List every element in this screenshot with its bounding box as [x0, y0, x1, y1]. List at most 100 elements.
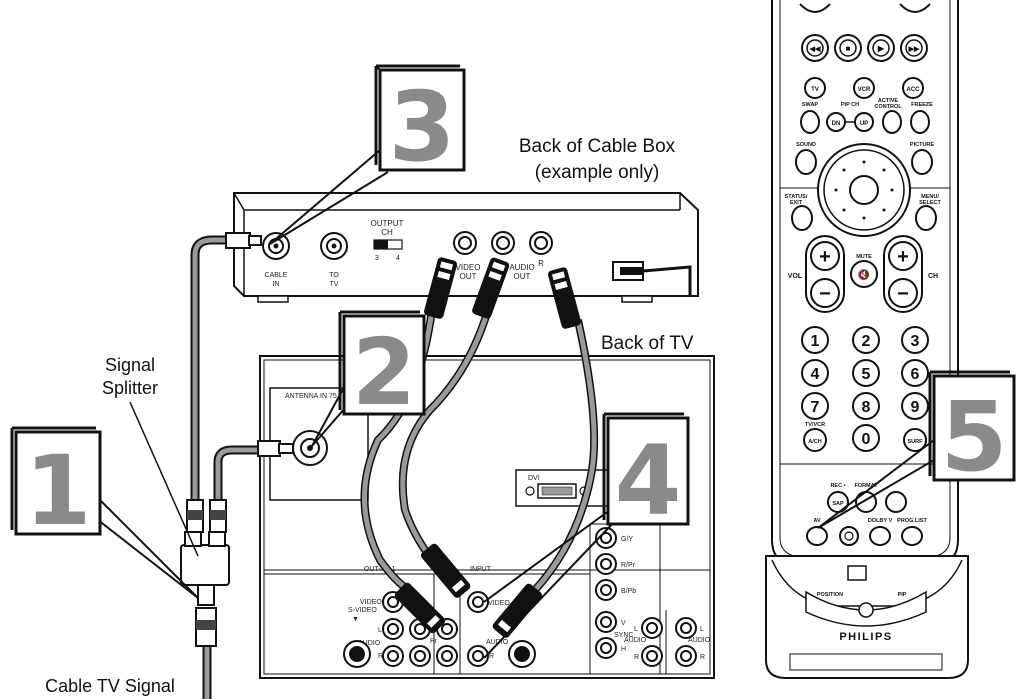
h-label: H	[621, 646, 626, 653]
nav-ring	[817, 143, 911, 237]
comp-audio-label: AUDIO	[624, 637, 647, 644]
out-jacks	[382, 591, 458, 667]
in-video-label: VIDEO	[488, 600, 510, 607]
digit-keypad: 1 2 3 4 5 6 7 8 9 0	[801, 326, 929, 452]
tv-vcr-label: TV/VCR	[805, 422, 825, 428]
active-control-label-2: CONTROL	[874, 104, 902, 110]
tv-back-panel: ANTENNA IN 75 DVI OUT-AV 1 INPUT VIDEO S…	[259, 355, 715, 679]
surf-label: SURF	[908, 439, 924, 445]
digit-5: 5	[862, 366, 871, 383]
pip-dn-label: DN	[832, 121, 841, 127]
cable-in-label-1: CABLE	[265, 272, 288, 279]
sync-label: SYNC	[614, 632, 633, 639]
rca-jack-audio-r	[529, 231, 553, 255]
dvi-label: DVI	[528, 475, 540, 482]
svg-text:▼: ▼	[352, 616, 359, 623]
ch-label: CH	[928, 273, 938, 280]
in-r-label: R	[489, 653, 494, 660]
cable-in-jack	[262, 232, 290, 260]
out-audio-label: AUDIO	[358, 640, 381, 647]
digit-8: 8	[862, 399, 871, 416]
ach-label: A/CH	[808, 439, 821, 445]
splitter-caption-line1: Signal	[105, 355, 155, 375]
video-out-label-2: OUT	[460, 272, 477, 281]
power-plug	[612, 261, 692, 296]
cable-tv-signal-caption: Cable TV Signal	[45, 676, 175, 696]
mute-label: MUTE	[856, 254, 872, 260]
volume-rocker: + −	[805, 235, 845, 313]
digit-1: 1	[811, 333, 820, 350]
back-of-tv-caption: Back of TV	[601, 333, 694, 354]
output-ch-label-2: CH	[381, 228, 393, 237]
digit-7: 7	[811, 399, 820, 416]
rca-plugs	[394, 257, 582, 638]
ch-3-label: 3	[375, 255, 379, 262]
rca-jack-video	[453, 231, 477, 255]
remote-cradle: POSITION PIP PHILIPS	[765, 555, 969, 679]
antenna-in-label: ANTENNA IN 75	[285, 393, 337, 400]
gy-label: G/Y	[621, 536, 633, 543]
active-control-label-1: ACTIVE	[878, 98, 899, 104]
input-label: INPUT	[470, 566, 492, 573]
menu-select-label-2: SELECT	[919, 200, 941, 206]
out-svideo-jack	[343, 640, 371, 668]
output-ch-label-1: OUTPUT	[371, 219, 404, 228]
rewind-icon: ◀◀	[809, 46, 821, 53]
mute-icon: 🔇	[858, 268, 870, 281]
menu-select-label-1: MENU/	[921, 194, 939, 200]
pip-up-label: UP	[860, 121, 868, 127]
step-2-number: 2	[352, 319, 416, 426]
digit-3: 3	[911, 333, 920, 350]
signal-splitter	[180, 499, 230, 647]
fast-forward-icon: ▶▶	[908, 46, 920, 53]
out-pr-label: Pr	[430, 638, 438, 645]
coax-connectors	[225, 232, 294, 457]
to-tv-label-1: TO	[329, 272, 339, 279]
svg-text:−: −	[819, 283, 831, 305]
philips-logo: PHILIPS	[839, 631, 892, 643]
audio-out-label-1: AUDIO	[509, 263, 534, 272]
v-label: V	[621, 620, 626, 627]
channel-rocker: + −	[883, 235, 923, 313]
picture-label: PICTURE	[910, 142, 934, 148]
r-label: R	[538, 259, 544, 268]
digit-6: 6	[911, 366, 920, 383]
tv-button-label: TV	[811, 87, 819, 93]
step-callout-1: 1	[10, 426, 199, 599]
rpr-label: R/Pr	[621, 562, 636, 569]
sound-label: SOUND	[796, 142, 816, 148]
side-l-label: L	[700, 626, 704, 633]
dolby-v-label: DOLBY V	[868, 518, 893, 524]
out-svideo-label: S-VIDEO	[348, 607, 377, 614]
position-label: POSITION	[817, 592, 843, 598]
stop-icon: ■	[846, 44, 851, 53]
comp-l-label: L	[634, 626, 638, 633]
digit-9: 9	[911, 399, 920, 416]
cable-box: CABLE IN TO TV OUTPUT CH 3 4	[233, 192, 699, 303]
pip-label: PIP	[898, 592, 907, 598]
step-callout-4: 4	[483, 412, 690, 659]
splitter-caption-line2: Splitter	[102, 378, 158, 398]
to-tv-jack	[320, 232, 348, 260]
digit-2: 2	[862, 333, 871, 350]
rca-jack-audio-l	[491, 231, 515, 255]
bpb-label: B/Pb	[621, 588, 636, 595]
vcr-button-label: VCR	[858, 87, 871, 93]
step-3-number: 3	[389, 71, 456, 183]
cable-box-caption-line2: (example only)	[535, 162, 660, 183]
in-audio-label: AUDIO	[486, 639, 509, 646]
ch-4-label: 4	[396, 255, 400, 262]
prog-list-label: PROG.LIST	[897, 518, 927, 524]
remote-control: ◀◀ ■ ▶ ▶▶ TV VCR ACC SWAP PIP CH ACTIVE …	[765, 0, 969, 679]
side-r-label: R	[700, 654, 705, 661]
format-label: FORMAT	[854, 483, 878, 489]
status-exit-label-2: EXIT	[790, 200, 803, 206]
swap-label: SWAP	[802, 102, 819, 108]
vol-label: VOL	[788, 273, 803, 280]
step-callout-5: 5	[817, 370, 1016, 529]
out-video-label: VIDEO	[360, 599, 382, 606]
audio-out-label-2: OUT	[514, 272, 531, 281]
in-jacks	[467, 591, 536, 668]
video-out-label-1: VIDEO	[456, 263, 481, 272]
to-tv-label-2: TV	[330, 281, 339, 288]
